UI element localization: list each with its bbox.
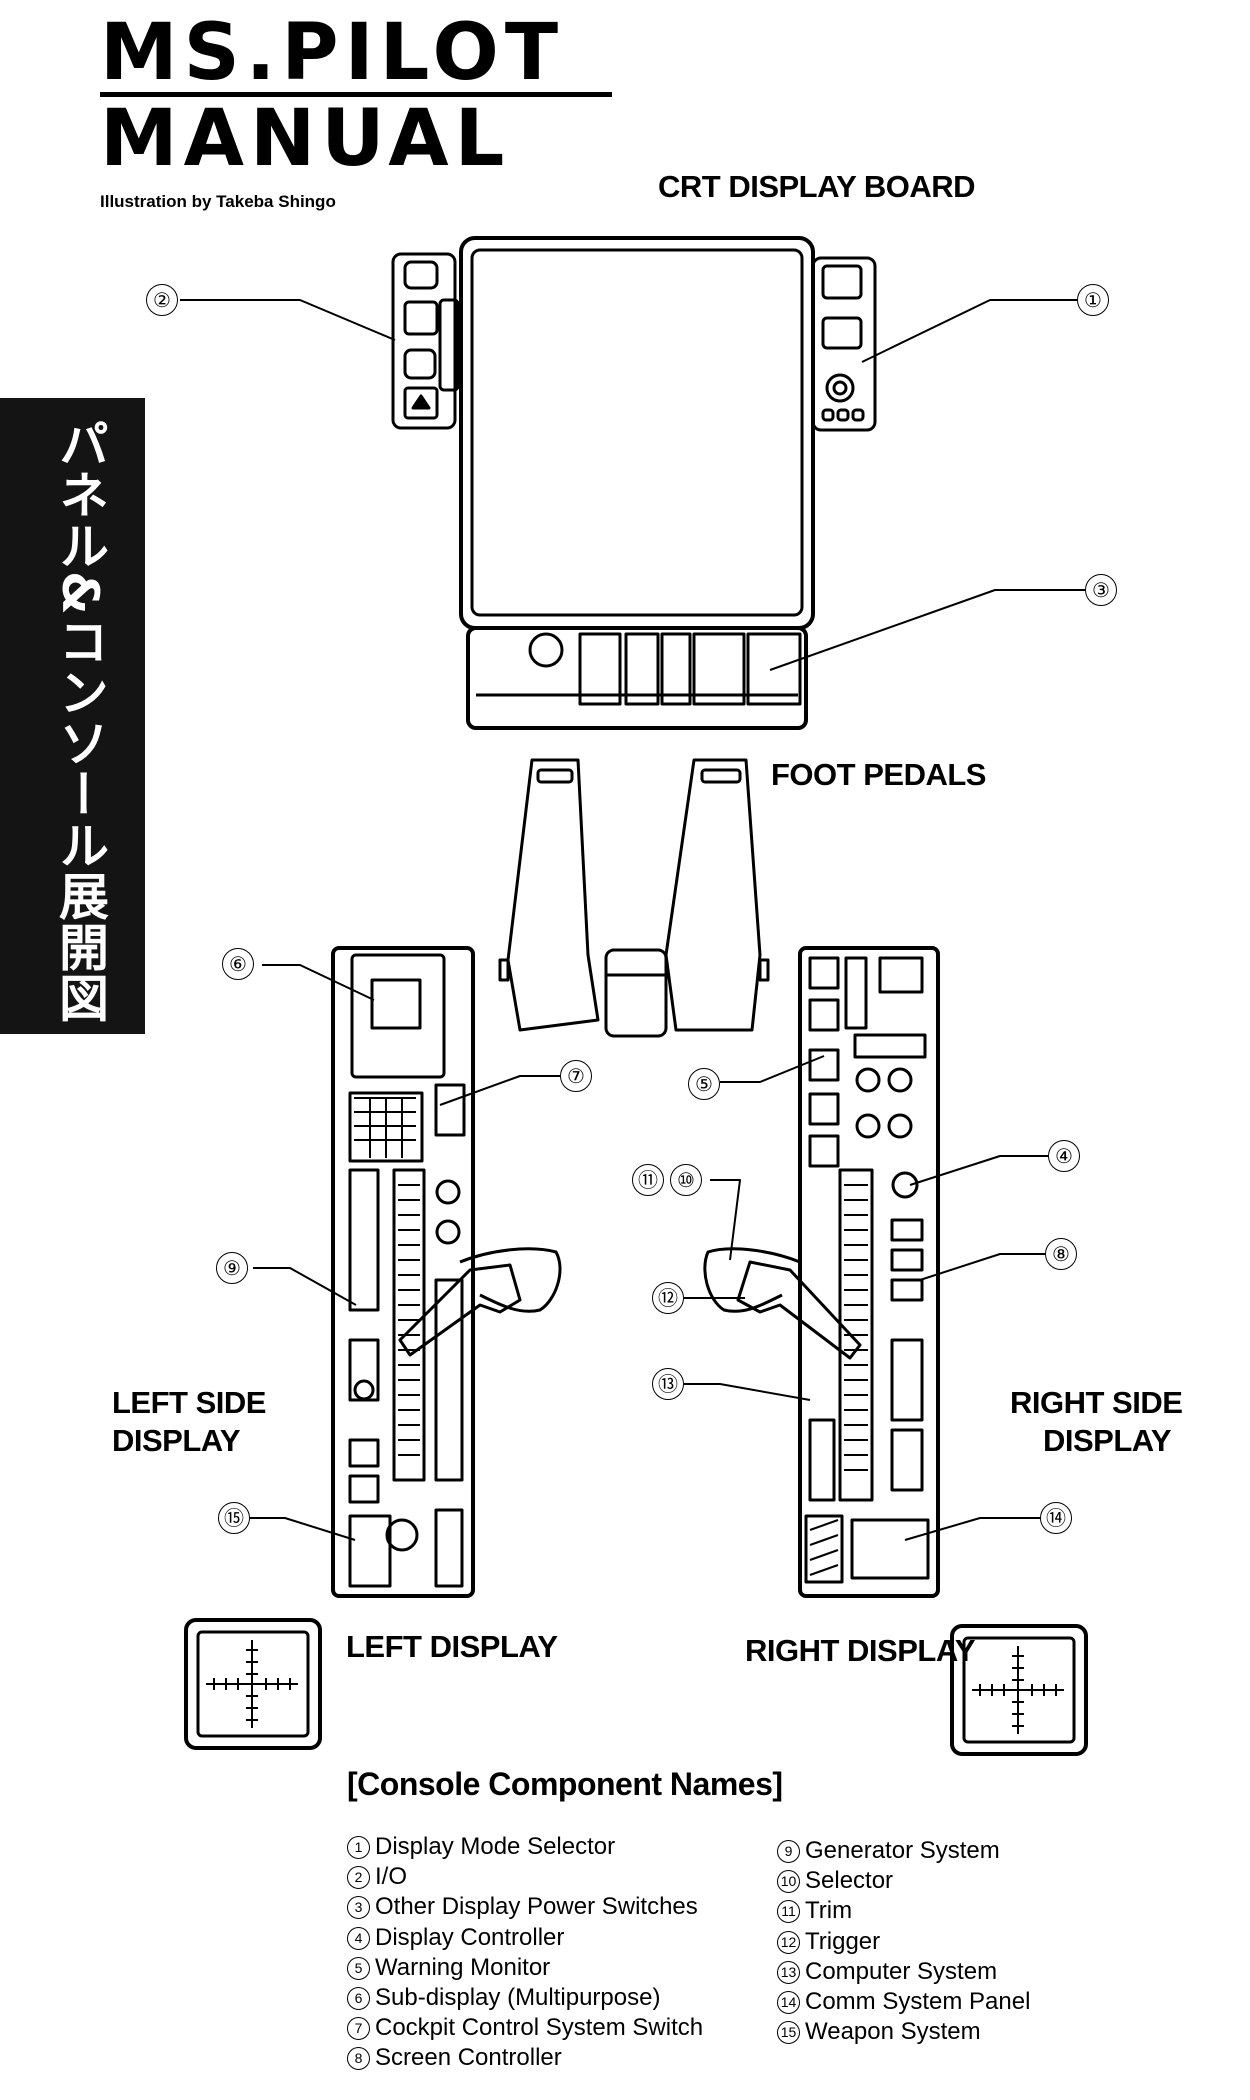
title-rule — [100, 92, 612, 97]
callout-1: ① — [1077, 284, 1109, 316]
callout-10: ⑩ — [670, 1164, 702, 1196]
manual-title-line-2: MANUAL — [100, 94, 511, 184]
callout-7: ⑦ — [560, 1060, 592, 1092]
japanese-side-text: パネル&コンソール展開図 — [51, 418, 109, 1024]
callout-12: ⑫ — [652, 1282, 684, 1314]
left-display-unit — [184, 1618, 322, 1750]
callout-5: ⑤ — [688, 1068, 720, 1100]
callout-11: ⑪ — [632, 1164, 664, 1196]
right-display-unit — [950, 1624, 1088, 1756]
heading-left-side-display-1: LEFT SIDE — [112, 1385, 266, 1420]
callout-3: ③ — [1085, 574, 1117, 606]
left-side-console — [331, 946, 562, 1598]
heading-right-display: RIGHT DISPLAY — [745, 1633, 976, 1668]
heading-left-display: LEFT DISPLAY — [346, 1629, 558, 1664]
callout-15: ⑮ — [218, 1502, 250, 1534]
heading-left-side-display-2: DISPLAY — [112, 1423, 241, 1458]
illustration-credit: Illustration by Takeba Shingo — [100, 192, 336, 211]
legend-title: [Console Component Names] — [347, 1766, 783, 1802]
callout-2: ② — [146, 284, 178, 316]
callout-6: ⑥ — [222, 948, 254, 980]
heading-crt-display-board: CRT DISPLAY BOARD — [658, 169, 976, 204]
manual-title-line-1: MS.PILOT — [100, 8, 565, 98]
callout-13: ⑬ — [652, 1368, 684, 1400]
right-side-console — [703, 946, 940, 1598]
callout-14: ⑭ — [1040, 1502, 1072, 1534]
heading-foot-pedals: FOOT PEDALS — [771, 757, 986, 792]
foot-pedals — [498, 758, 770, 1038]
callout-8: ⑧ — [1045, 1238, 1077, 1270]
callout-9: ⑨ — [216, 1252, 248, 1284]
callout-4: ④ — [1048, 1140, 1080, 1172]
callout-leader-lines — [180, 299, 1085, 1541]
heading-right-side-display-1: RIGHT SIDE — [1010, 1385, 1183, 1420]
crt-display-board — [391, 236, 877, 730]
japanese-side-band: パネル&コンソール展開図 — [0, 398, 145, 1034]
heading-right-side-display-2: DISPLAY — [1043, 1423, 1172, 1458]
